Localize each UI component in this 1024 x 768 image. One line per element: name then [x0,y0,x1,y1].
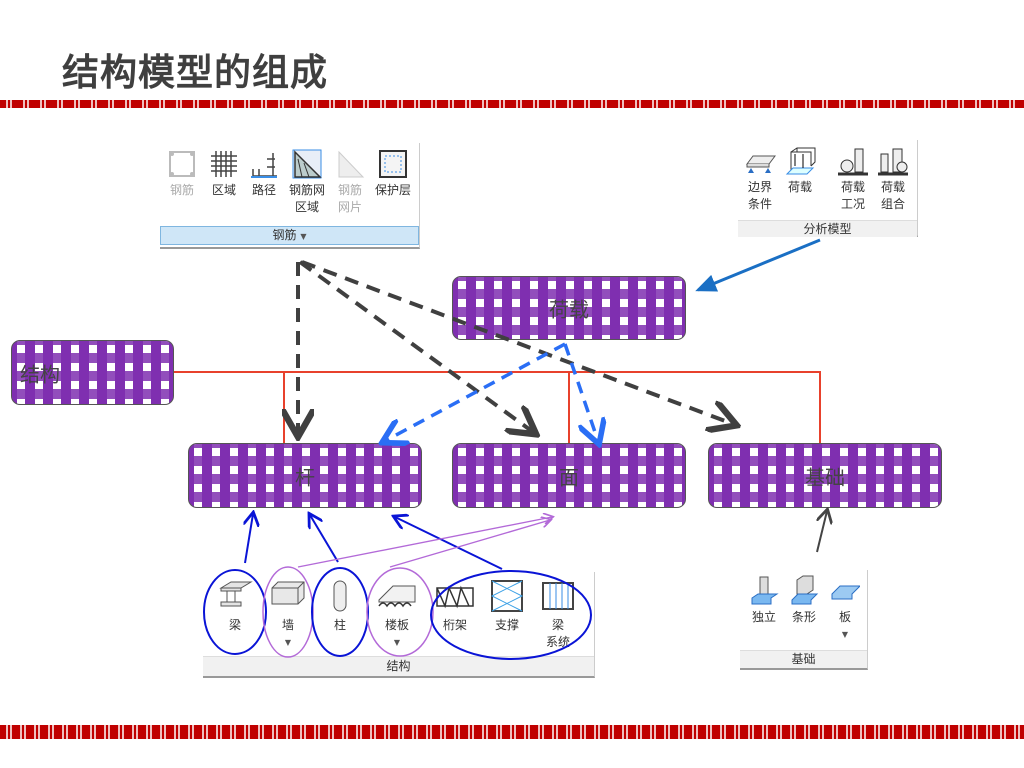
box-label: 荷载 [549,297,589,322]
beam-system-button[interactable]: 梁系统 [536,578,580,651]
fabric-sheet-button[interactable]: 钢筋网片 [328,149,372,216]
foundation-box: 基础 [708,443,942,508]
load-combinations-button[interactable]: 荷载组合 [871,146,915,213]
group-label: 钢筋 [272,228,297,242]
structure-ribbon-panel: 梁 墙▼ 柱 楼板▼ 桁架 支撑 梁系统 结构 [203,572,595,678]
dropdown-arrow-icon: ▼ [300,232,307,241]
analysis-ribbon-panel: 边界条件 荷载 荷载工况 荷载组合 分析模型 [738,140,918,237]
item-label: 钢筋 [337,183,362,197]
item-label: 梁 [551,618,564,632]
item-label: 保护层 [374,183,411,197]
item-label: 荷载 [787,180,812,194]
foundation-ribbon-panel: 独立 条形 板▼ 基础 [740,570,868,670]
dropdown-arrow-icon: ▼ [284,638,292,647]
item-label: 边界 [747,180,772,194]
box-label: 杆 [295,465,315,489]
hierarchy-lines [174,371,821,443]
wall-foundation-icon [791,575,819,605]
truss-icon [436,585,474,609]
item-label-line2: 组合 [880,197,905,211]
beam-system-icon [542,582,574,610]
isolated-foundation-icon [751,576,779,605]
cover-button[interactable]: 保护层 [371,149,415,199]
isolated-foundation-button[interactable]: 独立 [742,574,786,626]
item-label: 荷载 [880,180,905,194]
member-box: 杆 [188,443,422,508]
box-label: 基础 [805,465,845,489]
dropdown-arrow-icon: ▼ [393,638,401,647]
grid-icon [211,151,237,177]
wall-foundation-button[interactable]: 条形 [782,574,826,626]
load-dashed-arrows [385,342,598,441]
item-label: 荷载 [840,180,865,194]
foundation-arrow [816,511,827,553]
item-label: 墙 [281,618,294,632]
box-label: 结构 [20,362,60,386]
top-divider-band [0,100,1024,108]
wall-icon [271,581,305,605]
truss-button[interactable]: 桁架 [433,578,477,634]
surface-arrows [297,517,552,568]
fabric-sheet-icon [338,150,365,178]
rebar-group-label[interactable]: 钢筋 ▼ [160,226,419,245]
item-label: 板 [838,610,851,624]
load-box: 荷载 [452,276,686,340]
rebar-icon [169,151,195,177]
beam-icon [219,581,253,607]
item-label: 钢筋 [169,183,194,197]
item-label: 区域 [211,183,236,197]
cover-icon [379,150,407,178]
item-label: 路径 [251,183,276,197]
bottom-divider-band [0,725,1024,739]
path-button[interactable]: 路径 [242,149,286,199]
analysis-arrow [695,238,821,292]
surface-box: 面 [452,443,686,508]
path-icon [251,153,277,178]
loads-icon [785,147,816,175]
column-button[interactable]: 柱 [318,578,362,634]
slab-foundation-icon [831,585,860,600]
structure-group-label: 结构 [203,656,594,676]
item-label: 条形 [791,610,816,624]
item-label: 楼板 [384,618,409,632]
column-icon [333,580,347,612]
boundary-conditions-button[interactable]: 边界条件 [738,146,782,213]
floor-icon [378,585,416,608]
analysis-group-label: 分析模型 [738,220,917,237]
load-cases-button[interactable]: 荷载工况 [831,146,875,213]
beam-button[interactable]: 梁 [213,578,257,634]
loads-button[interactable]: 荷载 [778,146,822,196]
brace-button[interactable]: 支撑 [485,578,529,634]
brace-icon [490,580,524,612]
rebar-button[interactable]: 钢筋 [160,149,204,199]
item-label-line2: 系统 [545,635,570,649]
box-label: 面 [559,465,579,489]
dropdown-arrow-icon: ▼ [841,630,849,639]
page-title: 结构模型的组成 [62,51,328,94]
structure-box: 结构 [11,340,174,405]
boundary-icon [746,155,776,173]
item-label: 桁架 [442,618,467,632]
item-label: 梁 [228,618,241,632]
item-label: 钢筋网 [288,183,325,197]
fabric-area-icon [292,149,322,179]
foundation-group-label: 基础 [740,650,867,668]
member-arrows [245,514,503,570]
load-combinations-icon [878,148,908,176]
area-button[interactable]: 区域 [202,149,246,199]
rebar-ribbon-panel: 钢筋 区域 路径 钢筋网区域 钢筋网片 保护层 钢筋 ▼ [160,143,420,249]
floor-button[interactable]: 楼板 ▼ [375,578,419,651]
item-label-line2: 网片 [337,200,362,214]
load-cases-icon [838,148,868,176]
slab-foundation-button[interactable]: 板▼ [823,574,867,643]
item-label-line2: 条件 [747,197,772,211]
item-label-line2: 工况 [840,197,865,211]
item-label: 独立 [751,610,776,624]
item-label-line2: 区域 [294,200,319,214]
fabric-area-button[interactable]: 钢筋网区域 [285,149,329,216]
wall-button[interactable]: 墙▼ [266,578,310,651]
item-label: 支撑 [494,618,519,632]
item-label: 柱 [333,618,346,632]
